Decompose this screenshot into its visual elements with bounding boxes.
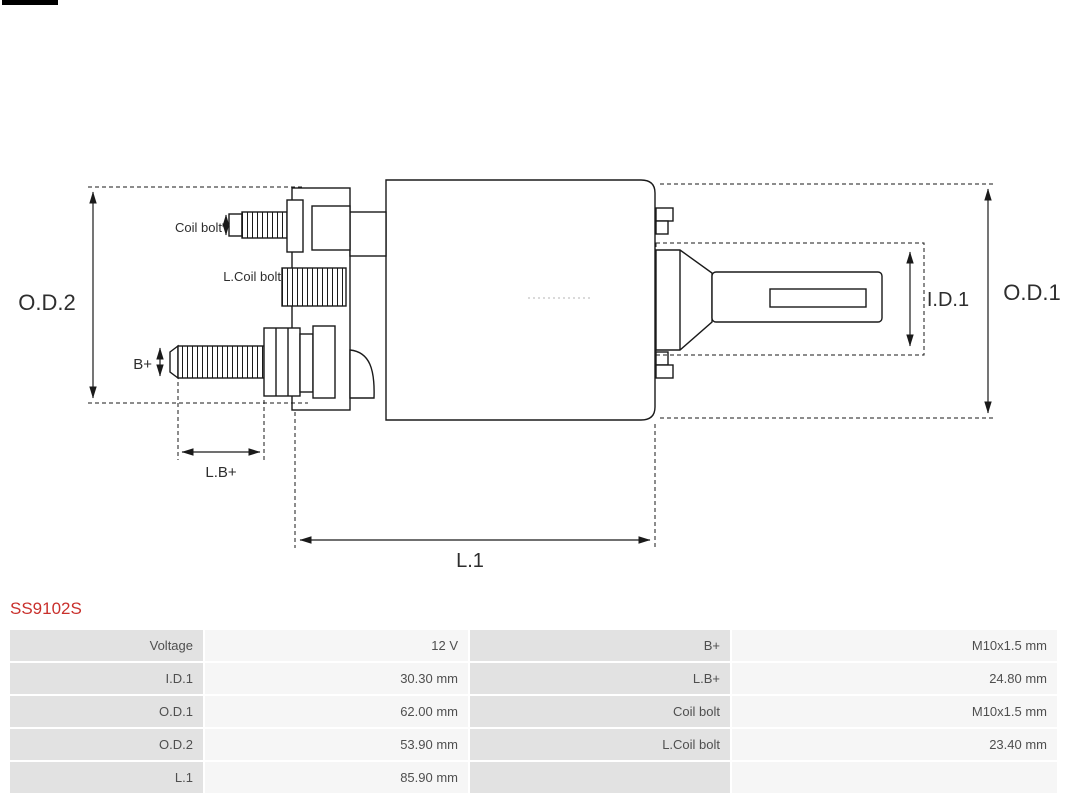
flange-notch: [311, 205, 351, 251]
spec-row: L.1 85.90 mm: [10, 762, 1057, 793]
spec-value: 30.30 mm: [205, 663, 468, 694]
spec-row: I.D.1 30.30 mm L.B+ 24.80 mm: [10, 663, 1057, 694]
shaft-slot: [769, 288, 867, 308]
coil-bolt-thread: [241, 211, 288, 239]
solenoid-outline: [169, 179, 883, 421]
flange-foot: [349, 349, 375, 399]
part-number: SS9102S: [10, 599, 82, 618]
b-plus-tip: [169, 344, 179, 380]
corner-artifact: [2, 0, 58, 5]
spec-label: [470, 762, 730, 793]
spec-value: 12 V: [205, 630, 468, 661]
coil-bolt-head: [228, 213, 243, 237]
terminal-tab-bottom: [655, 364, 674, 379]
spec-label: O.D.1: [10, 696, 203, 727]
spec-row: O.D.1 62.00 mm Coil bolt M10x1.5 mm: [10, 696, 1057, 727]
coil-bolt-plate: [286, 199, 304, 253]
b-plus-nut: [263, 327, 301, 397]
label-l-coil-bolt: L.Coil bolt: [223, 269, 281, 284]
solenoid-body: [385, 179, 656, 421]
label-l1: L.1: [456, 550, 484, 572]
spec-label: L.Coil bolt: [470, 729, 730, 760]
spec-label: Coil bolt: [470, 696, 730, 727]
b-plus-sleeve: [312, 325, 336, 399]
spec-value: 62.00 mm: [205, 696, 468, 727]
terminal-tab-top-2: [655, 220, 669, 235]
specs-table: Voltage 12 V B+ M10x1.5 mm I.D.1 30.30 m…: [8, 628, 1059, 795]
spec-value: M10x1.5 mm: [732, 696, 1057, 727]
spec-label: B+: [470, 630, 730, 661]
spec-value: M10x1.5 mm: [732, 630, 1057, 661]
spec-label: I.D.1: [10, 663, 203, 694]
label-od1: O.D.1: [1003, 280, 1060, 305]
spec-value: 53.90 mm: [205, 729, 468, 760]
coil-thread-block: [281, 267, 347, 307]
spec-value: [732, 762, 1057, 793]
spec-value: 23.40 mm: [732, 729, 1057, 760]
spec-row: Voltage 12 V B+ M10x1.5 mm: [10, 630, 1057, 661]
plunger-cone: [655, 249, 713, 351]
flange-step: [349, 211, 387, 257]
label-coil-bolt: Coil bolt: [175, 220, 222, 235]
b-plus-washer: [299, 333, 314, 393]
spec-label: L.1: [10, 762, 203, 793]
spec-value: 24.80 mm: [732, 663, 1057, 694]
terminal-tab-top: [655, 207, 674, 222]
solenoid-technical-drawing: O.D.2 O.D.1 I.D.1 L.1 L.B+ B+: [18, 179, 1061, 572]
spec-value: 85.90 mm: [205, 762, 468, 793]
spec-label: L.B+: [470, 663, 730, 694]
spec-label: Voltage: [10, 630, 203, 661]
terminal-tab-bottom-2: [655, 351, 669, 366]
dimension-annotations: O.D.2 O.D.1 I.D.1 L.1 L.B+ B+: [18, 183, 1061, 572]
label-b-plus: B+: [133, 356, 152, 373]
spec-row: O.D.2 53.90 mm L.Coil bolt 23.40 mm: [10, 729, 1057, 760]
label-lb-plus: L.B+: [205, 464, 237, 481]
b-plus-thread: [177, 345, 265, 379]
label-id1: I.D.1: [927, 289, 969, 311]
spec-label: O.D.2: [10, 729, 203, 760]
label-od2: O.D.2: [18, 290, 75, 315]
id1-dashed-box: [655, 242, 925, 356]
